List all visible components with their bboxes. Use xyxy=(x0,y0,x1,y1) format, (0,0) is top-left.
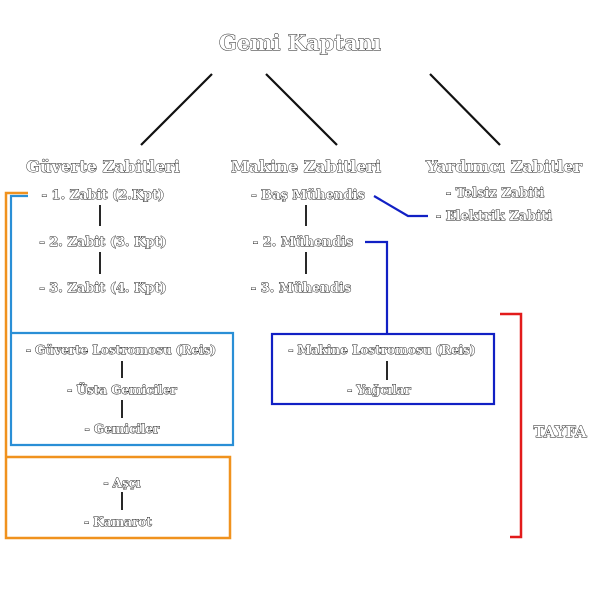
able-seamen: - Üsta Gemiciler xyxy=(67,381,177,397)
captain-title: Gemi Kaptanı xyxy=(219,30,381,55)
auxiliary-officers-heading: Yardımcı Zabitler xyxy=(425,157,583,176)
third-engineer: - 3. Mühendis xyxy=(251,281,351,296)
crew-bracket xyxy=(500,312,523,539)
connector-engineer-engine-crew xyxy=(365,240,389,333)
engine-boatswain: - Makine Lostromosu (Reis) xyxy=(288,343,475,357)
first-officer: - 1. Zabit (2.Kpt) xyxy=(42,188,165,203)
connector-captain-engine xyxy=(265,73,338,146)
second-officer: - 2. Zabit (3. Kpt) xyxy=(39,235,166,250)
connector-chief-engineer-electrical xyxy=(373,195,428,218)
second-engineer: - 2. Mühendis xyxy=(253,235,353,250)
cook: - Aşçı xyxy=(103,476,141,490)
deck-boatswain: - Güverte Lostromosu (Reis) xyxy=(26,343,216,357)
seamen: - Gemiciler xyxy=(85,422,160,436)
chief-engineer: - Baş Mühendis xyxy=(251,188,365,203)
deck-crew-group-box xyxy=(9,194,235,447)
orange-bracket xyxy=(4,191,232,540)
engine-officers-heading: Makine Zabitleri xyxy=(231,157,381,176)
engine-crew-group-box xyxy=(270,332,496,406)
crew-label: TAYFA xyxy=(533,423,587,441)
deck-officers-heading: Güverte Zabitleri xyxy=(26,157,180,176)
third-officer: - 3. Zabit (4. Kpt) xyxy=(39,281,166,296)
steward: - Kamarot xyxy=(84,515,152,529)
connector-captain-auxiliary xyxy=(429,73,501,146)
electrical-officer: - Elektrik Zabiti xyxy=(436,209,552,224)
connector-captain-deck xyxy=(140,73,213,146)
oilers: - Yağcılar xyxy=(347,383,411,397)
radio-officer: - Telsiz Zabiti xyxy=(446,186,544,201)
